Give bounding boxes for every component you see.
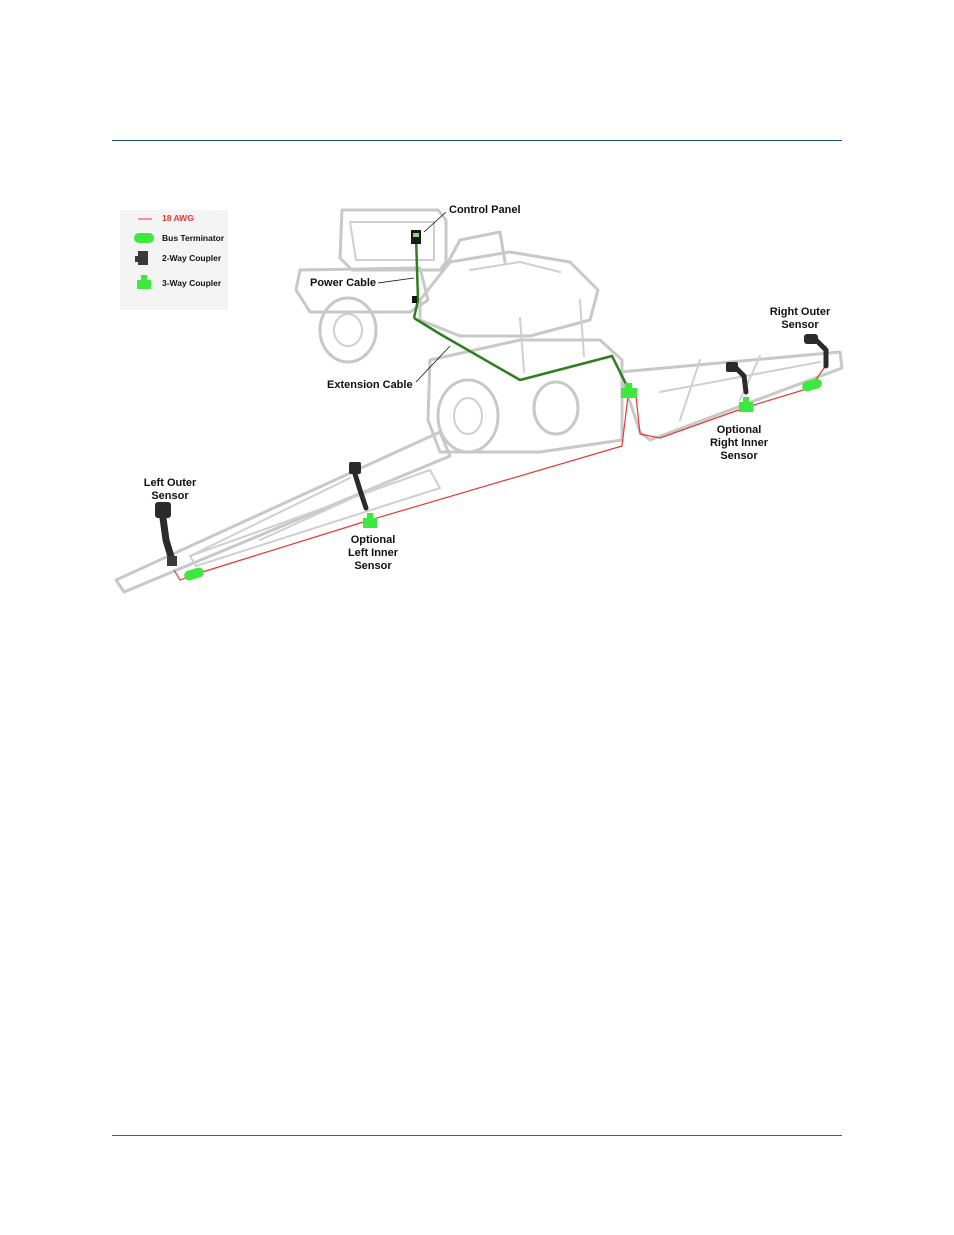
legend: 18 AWG Bus Terminator 2-Way Coupler 3-Wa… [120,210,228,310]
front-wheel [320,298,376,362]
power-cable-leader [378,278,414,283]
legend-wire-label: 18 AWG [162,213,194,223]
left-boom-wire [174,396,628,580]
rear-wheel-left-hub [454,398,482,434]
optional-right-inner-label-line3: Sensor [720,450,758,462]
red-wires [174,346,826,580]
rear-wheel-right [534,382,578,434]
power-cable [414,236,418,318]
cab-window [350,222,434,260]
control-panel-icon [411,230,421,244]
optional-right-inner-label-line1: Optional [717,424,762,436]
right-outer-sensor-icon [804,334,826,366]
extension-cable-label: Extension Cable [327,379,413,391]
optional-left-inner-label-line3: Sensor [354,560,392,572]
legend-two-way-label: 2-Way Coupler [162,253,222,263]
left-bus-terminator-icon [183,566,205,581]
front-hood [296,268,428,312]
bus-terminator-icon [134,233,154,243]
extension-cable-leader [416,346,450,382]
left-outer-label-line2: Sensor [151,490,189,502]
chassis-outline [428,340,622,452]
tank-seam [470,262,560,272]
legend-three-way-label: 3-Way Coupler [162,278,222,288]
optional-left-inner-label-line1: Optional [351,534,396,546]
optional-left-inner-label-line2: Left Inner [348,547,399,559]
power-cable-fuse-icon [412,296,417,303]
rear-wheel-left [438,380,498,452]
left-inner-three-way-coupler-icon [363,513,377,528]
power-cable-label: Power Cable [310,277,376,289]
legend-terminator-label: Bus Terminator [162,233,225,243]
left-inner-sensor-icon [349,462,366,508]
right-outer-label-line1: Right Outer [770,306,831,318]
left-outer-label-line1: Left Outer [144,477,197,489]
front-wheel-hub [334,314,362,346]
footer-rule [112,1135,842,1136]
optional-right-inner-label-line2: Right Inner [710,437,769,449]
left-boom-inner [190,470,440,566]
green-cables [412,236,628,388]
control-panel-label: Control Panel [449,204,521,216]
right-outer-label-line2: Sensor [781,319,819,331]
